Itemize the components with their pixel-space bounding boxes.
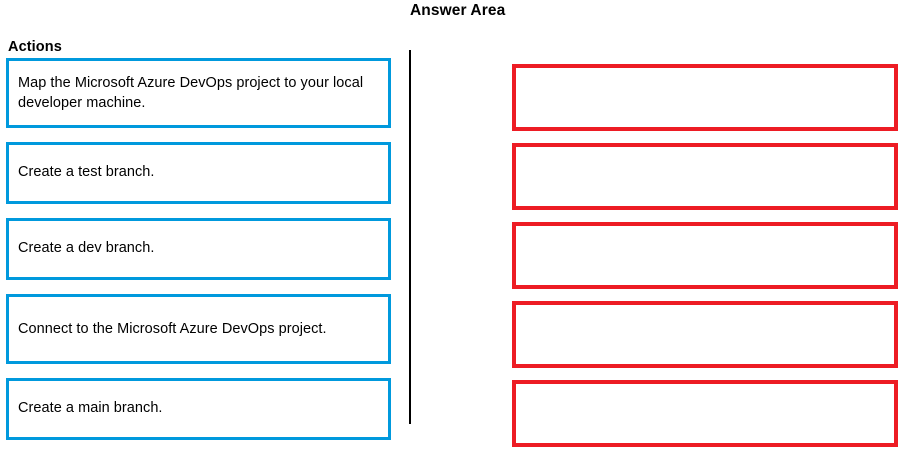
- answer-area-title: Answer Area: [410, 2, 506, 19]
- answer-drop-slot[interactable]: [512, 301, 898, 368]
- answer-drop-slot[interactable]: [512, 143, 898, 210]
- action-card[interactable]: Map the Microsoft Azure DevOps project t…: [6, 58, 391, 128]
- answer-drop-slot[interactable]: [512, 380, 898, 447]
- answer-drop-slot-text: [516, 305, 894, 317]
- actions-column-title: Actions: [8, 39, 62, 55]
- actions-list: Map the Microsoft Azure DevOps project t…: [6, 58, 391, 454]
- answer-drop-slot[interactable]: [512, 64, 898, 131]
- answer-drop-slot-text: [516, 147, 894, 159]
- answer-slot-list: [512, 64, 898, 459]
- action-card-label: Create a test branch.: [18, 164, 155, 180]
- column-divider: [409, 50, 411, 424]
- action-card-label: Create a main branch.: [18, 400, 163, 416]
- answer-drop-slot-text: [516, 384, 894, 396]
- action-card[interactable]: Create a main branch.: [6, 378, 391, 440]
- action-card-label: Connect to the Microsoft Azure DevOps pr…: [18, 321, 327, 337]
- action-card[interactable]: Connect to the Microsoft Azure DevOps pr…: [6, 294, 391, 364]
- answer-drop-slot-text: [516, 226, 894, 238]
- action-card-label: Create a dev branch.: [18, 240, 155, 256]
- answer-drop-slot[interactable]: [512, 222, 898, 289]
- action-card[interactable]: Create a dev branch.: [6, 218, 391, 280]
- answer-drop-slot-text: [516, 68, 894, 80]
- action-card-label: Map the Microsoft Azure DevOps project t…: [18, 75, 364, 111]
- action-card[interactable]: Create a test branch.: [6, 142, 391, 204]
